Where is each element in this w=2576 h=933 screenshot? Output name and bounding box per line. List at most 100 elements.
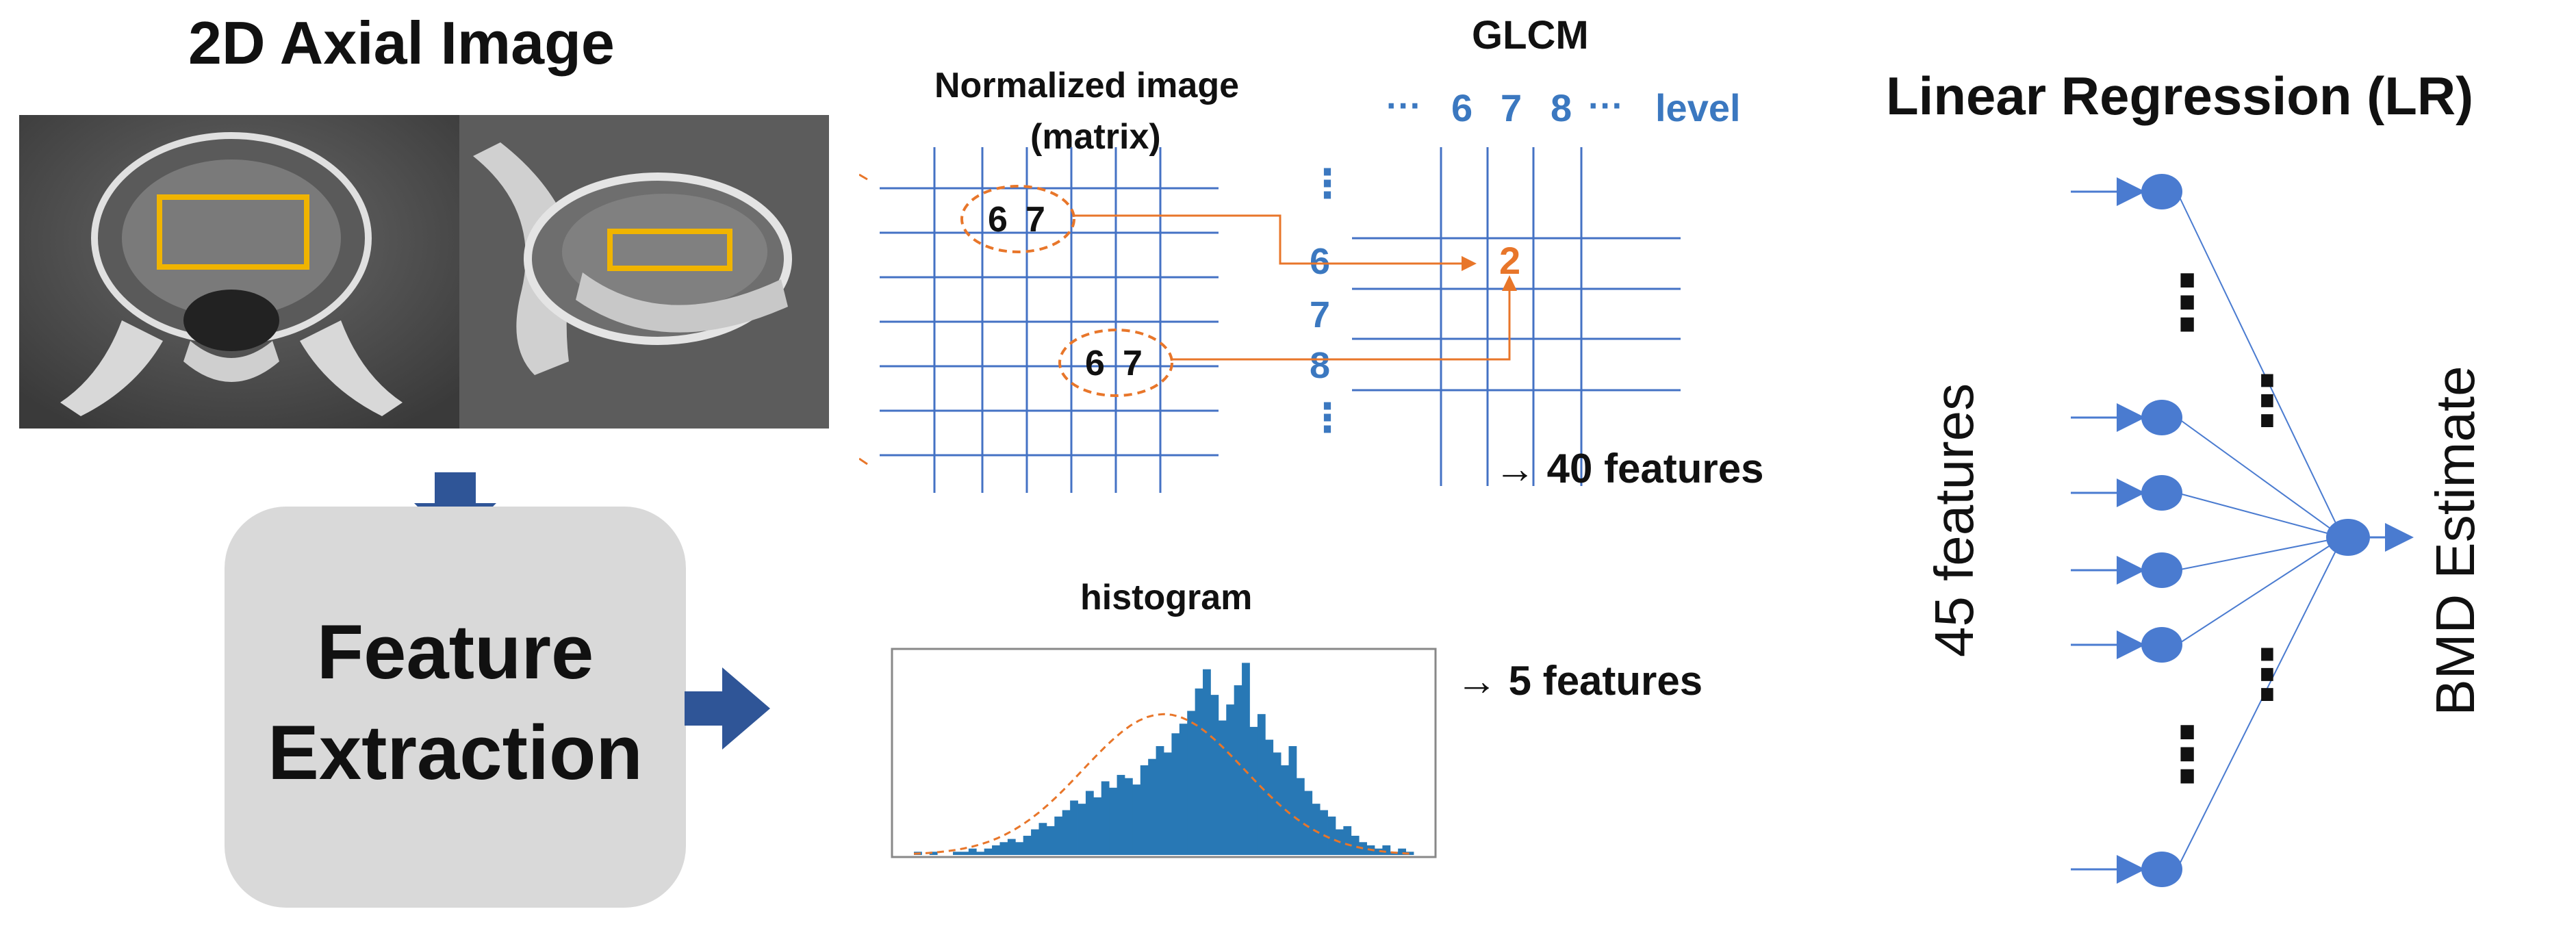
histogram-bar [1093,797,1102,855]
row-label-8: 8 [1310,345,1330,386]
pair-highlight-top [960,185,1075,253]
row-vdots-top: ⋮ [1308,162,1347,206]
histogram-bar [929,852,938,855]
histogram-bar [1156,745,1164,855]
histogram-bar [984,848,993,855]
histogram-bar [1242,663,1250,855]
ct-spine-image [19,115,459,429]
fit-curve [913,713,1414,855]
histogram-bar [1054,816,1063,855]
pair1-first: 6 [988,200,1008,240]
right-arrow-icon [685,667,770,750]
input-nodes [2141,174,2182,887]
histogram-title: histogram [1080,578,1253,617]
glcm-grid [1352,147,1681,486]
histogram-chart [891,648,1437,858]
histogram-bar [1327,816,1336,855]
histogram-bar [1132,784,1141,855]
lr-title: Linear Regression (LR) [1886,66,2474,126]
arrowhead-right-icon [1462,256,1477,271]
edge-mark [859,457,868,465]
histogram-bar [1405,852,1414,855]
pair-connector-lines [1074,214,1511,361]
pair2-first: 6 [1085,344,1105,383]
histogram-bar [960,852,969,855]
histogram-bar [953,852,961,855]
glcm-cell-value: 2 [1499,239,1520,282]
histogram-bar [1070,800,1078,855]
histogram-bar [1374,848,1383,855]
row-label-7: 7 [1310,294,1330,335]
histogram-bar [1234,685,1242,855]
histogram-bar [1210,695,1219,855]
histogram-bar [1320,810,1328,855]
ct-hip-image [459,115,829,429]
pair2-second: 7 [1123,344,1143,383]
histogram-bar [1249,726,1258,855]
histogram-bar [1101,781,1110,855]
matrix-title-line1: Normalized image [934,66,1240,105]
histogram-bar [968,848,977,855]
vertebra-scan [19,115,459,429]
lr-network: ⋮ ⋮ ⋮ ⋮ [2071,174,2414,887]
histogram-bar [1343,826,1352,855]
glcm-diagram: 6 7 6 7 ⋮ 6 7 8 ⋮ 2 [859,147,1681,493]
histogram-bar [1109,787,1117,855]
histogram-bar [1015,842,1024,855]
weight-connections [2176,191,2343,870]
input-vdots-top: ⋮ [2150,261,2225,345]
row-vdots-bottom: ⋮ [1308,396,1347,440]
feature-extraction-box: Feature Extraction [225,507,686,908]
matrix-title-line2: (matrix) [1030,117,1161,157]
axial-title: 2D Axial Image [188,9,615,77]
histogram-bar [1031,829,1039,855]
histogram-bar [1187,711,1196,855]
col-label-8: 8 [1551,86,1572,129]
histogram-bar [1226,704,1235,855]
histogram-bar [1062,810,1071,855]
glcm-title: GLCM [1472,13,1589,57]
histogram-bar [1179,724,1188,855]
histogram-bar [1382,845,1391,855]
histogram-bar [1304,791,1313,855]
histogram-bar [1296,778,1305,855]
col-label-7: 7 [1501,86,1522,129]
histogram-bar [1265,739,1274,855]
level-label: level [1655,86,1741,129]
input-arrows [2071,177,2145,884]
row-label-6: 6 [1310,241,1330,282]
input-features-text: 45 features [1924,383,1985,658]
histogram-bar [1195,688,1203,855]
pair-highlight-bottom [1058,329,1173,397]
top-ellipsis: ··· [1386,86,1422,126]
pair1-second: 7 [1025,200,1045,240]
feature-extraction-line2: Extraction [268,710,643,795]
histogram-bar [1398,848,1406,855]
histogram-bar [1046,826,1055,855]
histogram-bar [1351,835,1360,855]
matrix-grid [880,147,1219,493]
histogram-bar [1203,669,1211,855]
histogram-bar [1085,791,1094,855]
femur-scan [459,115,829,429]
histogram-bar [1124,778,1133,855]
histogram-bar [1257,714,1266,855]
col-label-6: 6 [1451,86,1473,129]
histogram-features-note: → 5 features [1456,658,1703,704]
histogram-bar [1077,804,1086,855]
histogram-bar [1148,758,1156,855]
glcm-features-note: → 40 features [1494,446,1764,491]
histogram-bar [992,845,1000,855]
connection-vdots-top: ⋮ [2233,363,2301,439]
edge-mark [859,173,868,181]
input-vdots-bottom: ⋮ [2150,713,2225,797]
output-node [2326,519,2370,556]
arrowhead-up-icon [1502,275,1517,291]
histogram-bar [1312,804,1321,855]
histogram-bar [1218,720,1227,855]
histogram-bar [1117,775,1125,855]
histogram-bar [1171,733,1180,855]
histogram-bar [976,852,985,855]
histogram-bar [1038,823,1047,855]
histogram-bar [1164,752,1172,855]
